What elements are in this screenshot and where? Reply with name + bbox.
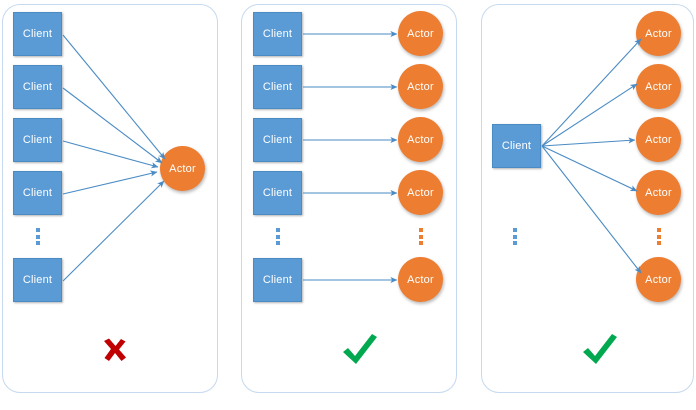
- actor-node[interactable]: Actor: [398, 257, 443, 302]
- actor-node-label: Actor: [645, 186, 672, 199]
- client-ellipsis-icon: [512, 228, 517, 245]
- actor-node-label: Actor: [645, 27, 672, 40]
- client-node[interactable]: Client: [13, 171, 62, 215]
- actor-node-label: Actor: [169, 162, 196, 175]
- client-node-label: Client: [262, 28, 293, 40]
- check-mark-icon: [583, 334, 617, 364]
- actor-node[interactable]: Actor: [636, 170, 681, 215]
- client-node[interactable]: Client: [253, 171, 302, 215]
- actor-node-label: Actor: [407, 133, 434, 146]
- actor-node-label: Actor: [645, 273, 672, 286]
- client-ellipsis-icon: [275, 228, 280, 245]
- client-node-label: Client: [501, 140, 532, 152]
- actor-ellipsis-icon: [656, 228, 661, 245]
- actor-node[interactable]: Actor: [636, 117, 681, 162]
- client-node-label: Client: [262, 187, 293, 199]
- client-node[interactable]: Client: [13, 118, 62, 162]
- client-ellipsis-icon: [35, 228, 40, 245]
- actor-ellipsis-icon: [418, 228, 423, 245]
- client-node-label: Client: [22, 134, 53, 146]
- actor-node[interactable]: Actor: [636, 11, 681, 56]
- panel-one-client-one-actor: [241, 4, 457, 393]
- actor-node-label: Actor: [407, 273, 434, 286]
- client-node[interactable]: Client: [253, 12, 302, 56]
- client-node-label: Client: [22, 28, 53, 40]
- verdict-check: [570, 328, 630, 374]
- actor-node[interactable]: Actor: [398, 117, 443, 162]
- actor-node-label: Actor: [407, 80, 434, 93]
- actor-node[interactable]: Actor: [398, 11, 443, 56]
- actor-node[interactable]: Actor: [398, 64, 443, 109]
- actor-node[interactable]: Actor: [398, 170, 443, 215]
- client-node-label: Client: [22, 81, 53, 93]
- actor-node[interactable]: Actor: [160, 146, 205, 191]
- actor-node[interactable]: Actor: [636, 257, 681, 302]
- client-node[interactable]: Client: [253, 65, 302, 109]
- client-node[interactable]: Client: [253, 258, 302, 302]
- client-node[interactable]: Client: [13, 12, 62, 56]
- actor-node[interactable]: Actor: [636, 64, 681, 109]
- client-node-label: Client: [262, 81, 293, 93]
- check-mark-icon: [343, 334, 377, 364]
- verdict-check: [330, 328, 390, 374]
- client-node[interactable]: Client: [492, 124, 541, 168]
- actor-node-label: Actor: [645, 133, 672, 146]
- verdict-cross: [85, 328, 145, 374]
- client-node-label: Client: [262, 274, 293, 286]
- client-node-label: Client: [22, 274, 53, 286]
- actor-node-label: Actor: [645, 80, 672, 93]
- client-node[interactable]: Client: [13, 65, 62, 109]
- client-node[interactable]: Client: [253, 118, 302, 162]
- client-node[interactable]: Client: [13, 258, 62, 302]
- panel-many-clients-one-actor: [2, 4, 218, 393]
- client-node-label: Client: [262, 134, 293, 146]
- client-node-label: Client: [22, 187, 53, 199]
- actor-node-label: Actor: [407, 186, 434, 199]
- actor-node-label: Actor: [407, 27, 434, 40]
- panel-one-client-many-actors: [481, 4, 694, 393]
- cross-mark-icon: [104, 338, 126, 361]
